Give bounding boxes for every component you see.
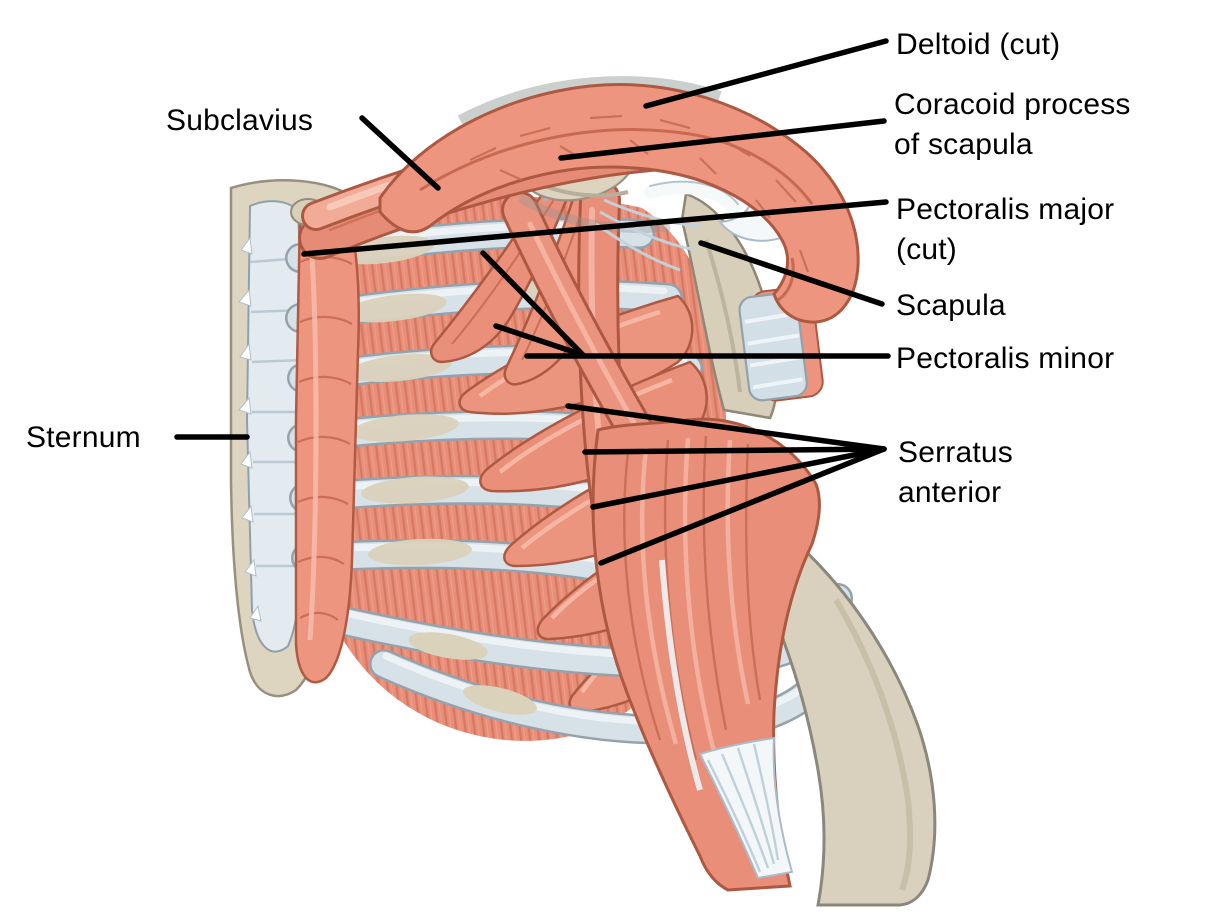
leader-pectoralis-major [301, 199, 889, 257]
leader-coracoid [558, 118, 887, 161]
label-sternum-text: Sternum [26, 421, 141, 454]
label-coracoid-process: Coracoid process of scapula [894, 85, 1131, 165]
leader-scapula [698, 240, 885, 307]
leader-deltoid [643, 38, 889, 109]
label-pectoralis-major: Pectoralis major (cut) [896, 190, 1114, 270]
leader-serratus-1 [565, 403, 887, 452]
label-serratus-anterior: Serratus anterior [898, 433, 1013, 513]
label-deltoid-cut: Deltoid (cut) [896, 25, 1060, 65]
deltoid-muscle [378, 76, 860, 324]
leader-lines [174, 38, 891, 566]
label-subclavius-text: Subclavius [166, 104, 314, 137]
humerus-elbow-bone [777, 541, 937, 907]
leader-subclavius [359, 115, 441, 191]
label-deltoid-cut-text: Deltoid (cut) [896, 28, 1061, 61]
leader-serratus-3 [590, 446, 887, 510]
leader-serratus-2 [582, 446, 887, 455]
pectoralis-major-cut-stub [294, 204, 360, 684]
label-sternum: Sternum [26, 418, 141, 458]
label-coracoid-line1: Coracoid process [894, 88, 1131, 121]
label-serratus-line2: anterior [898, 476, 1002, 509]
label-pectoralis-major-line1: Pectoralis major [896, 193, 1115, 226]
label-subclavius: Subclavius [166, 101, 313, 141]
label-pectoralis-major-line2: (cut) [896, 233, 957, 266]
label-serratus-line1: Serratus [898, 436, 1013, 469]
label-scapula: Scapula [896, 286, 1006, 326]
label-coracoid-line2: of scapula [894, 128, 1033, 161]
leader-serratus-4 [598, 446, 887, 566]
leader-pectoralis-minor-branch-1 [480, 250, 586, 358]
label-pectoralis-minor: Pectoralis minor [896, 339, 1114, 379]
label-scapula-text: Scapula [896, 289, 1006, 322]
label-pectoralis-minor-text: Pectoralis minor [896, 342, 1115, 375]
leader-pectoralis-minor-branch-2 [493, 323, 586, 358]
arm-muscles [591, 417, 821, 892]
